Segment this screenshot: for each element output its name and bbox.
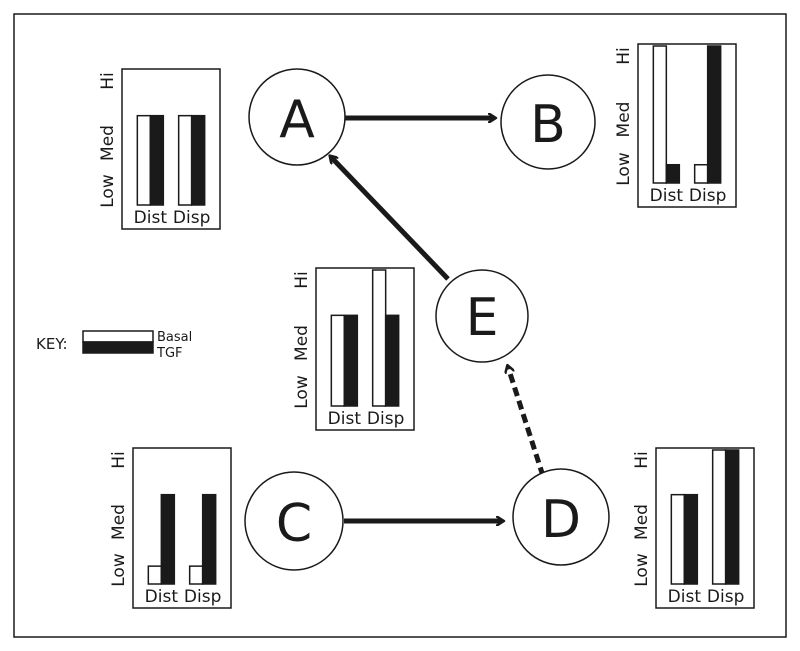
chart-c-axis-level-low: Low [109,553,129,587]
edges [331,118,546,521]
chart-a-bar-disp-basal [177,114,193,206]
chart-e-bar-dist-tgf [343,314,359,407]
chart-d-axis-level-hi: Hi [632,451,652,469]
chart-a-category-label: Dist [134,208,168,228]
chart-b-bar-disp-tgf [706,45,722,184]
key-basal-label: Basal [157,330,192,345]
chart-d-axis-level-low: Low [632,553,652,587]
node-a-label: A [279,90,315,150]
chart-a-category-label: Disp [173,208,210,228]
edge-e-to-a [331,157,450,281]
chart-a-bar-disp-tgf [190,114,206,206]
chart-b-bar-dist-tgf [665,163,681,184]
chart-a-bar-dist-basal [136,114,152,206]
key-title: KEY: [36,335,68,353]
chart-b-axis-level-low: Low [614,152,634,186]
node-c-label: C [276,494,312,554]
chart-d-bar-disp-basal [711,449,727,585]
chart-d-bar-disp-tgf [724,449,740,585]
node-d: D [512,468,610,566]
node-a: A [248,68,346,166]
chart-b-category-label: Dist [650,186,684,206]
chart-c-bar-dist-basal [147,565,163,585]
chart-c-bar-disp-basal [188,565,204,585]
node-c: C [244,471,344,571]
chart-b-bar-dist-basal [652,45,668,184]
chart-e-bar-disp-basal [371,269,387,407]
chart-e-category-label: Disp [367,409,404,429]
chart-d-category-label: Dist [668,587,702,607]
chart-a-axis-level-low: Low [98,174,118,208]
chart-b-bar-disp-basal [693,163,709,184]
key-tgf-swatch [82,341,154,354]
chart-e-axis-level-low: Low [292,375,312,409]
chart-d-bar-dist-basal [670,493,686,585]
node-a-circle [248,68,346,166]
node-d-circle [512,468,610,566]
chart-d-axis-level-med: Med [632,504,652,540]
chart-b-axis-level-med: Med [614,102,634,138]
chart-e-bar-disp-tgf [384,314,400,407]
chart-d-bar-dist-tgf [683,493,699,585]
chart-a-axis-level-hi: Hi [98,72,118,90]
chart-b-category-label: Disp [689,186,726,206]
chart-e-axis-level-med: Med [292,325,312,361]
node-e-label: E [466,288,499,348]
node-c-circle [244,471,344,571]
node-b-label: B [530,95,566,155]
node-e: E [435,269,529,363]
chart-c-axis-level-med: Med [109,504,129,540]
node-b-circle [500,74,596,170]
node-d-label: D [541,490,581,550]
chart-b-axis-level-hi: Hi [614,47,634,65]
key-legend: KEY: Basal TGF [36,330,192,361]
edge-d-to-e-dashed [508,367,546,477]
key-basal-swatch [82,330,154,343]
node-b: B [500,74,596,170]
chart-c-bar-disp-tgf [201,493,217,585]
chart-e-category-label: Dist [328,409,362,429]
chart-c-bar-dist-tgf [160,493,176,585]
chart-e-bar-dist-basal [330,314,346,407]
chart-c-category-label: Dist [145,587,179,607]
node-e-circle [435,269,529,363]
chart-c-axis-level-hi: Hi [109,451,129,469]
key-tgf-label: TGF [156,346,183,361]
chart-a-axis-level-med: Med [98,125,118,161]
chart-a-bar-dist-tgf [149,114,165,206]
chart-e-axis-level-hi: Hi [292,271,312,289]
chart-d-category-label: Disp [707,587,744,607]
chart-c-category-label: Disp [184,587,221,607]
